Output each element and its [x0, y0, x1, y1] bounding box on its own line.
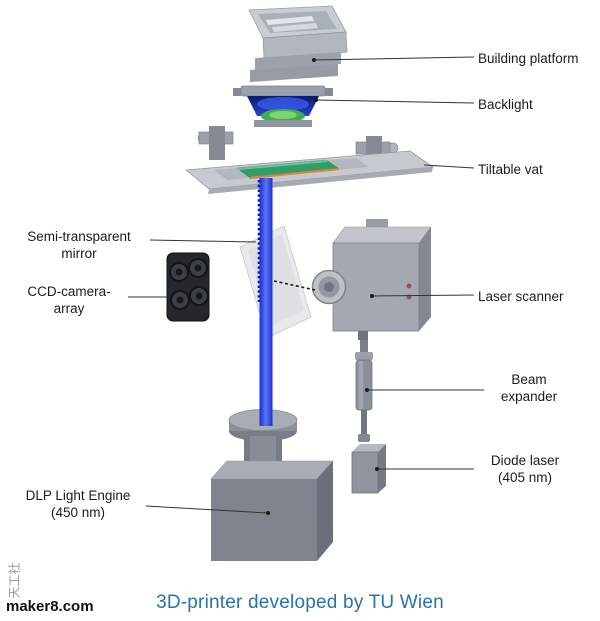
- label-backlight: Backlight: [478, 97, 533, 112]
- beam-expander-illustration: [355, 340, 373, 442]
- leader-lines: [128, 56, 484, 515]
- ccd-camera-array-illustration: [166, 252, 210, 322]
- watermark-brand: maker8.com: [6, 598, 94, 615]
- leader-backlight: [315, 99, 475, 104]
- label-ccd-camera-array: CCD-camera- array: [27, 284, 111, 317]
- leader-dlp: [145, 505, 269, 514]
- label-building-platform: Building platform: [478, 51, 579, 66]
- label-laser-scanner: Laser scanner: [478, 289, 564, 304]
- caption: 3D-printer developed by TU Wien: [156, 592, 444, 613]
- indicator-dot: [406, 283, 412, 289]
- laser-path-dashed-line: [273, 280, 316, 291]
- label-semi-transparent-mirror: Semi-transparent mirror: [27, 229, 131, 262]
- tiltable-vat-illustration: [184, 126, 435, 194]
- leader-tiltable-vat: [423, 164, 475, 169]
- building-platform-illustration: [248, 5, 348, 82]
- label-tiltable-vat: Tiltable vat: [478, 162, 543, 177]
- leader-mirror: [149, 239, 257, 243]
- label-dlp-light-engine: DLP Light Engine (450 nm): [25, 488, 131, 521]
- leader-laser-scanner: [371, 294, 475, 297]
- label-beam-expander: Beam expander: [500, 372, 558, 405]
- laser-scanner-illustration: [311, 219, 432, 340]
- dlp-light-engine-illustration: [210, 409, 334, 561]
- label-diode-laser: Diode laser (405 nm): [490, 453, 560, 486]
- projection-beam: [257, 178, 273, 426]
- backlight-illustration: [233, 85, 333, 127]
- leader-building-platform: [313, 56, 475, 61]
